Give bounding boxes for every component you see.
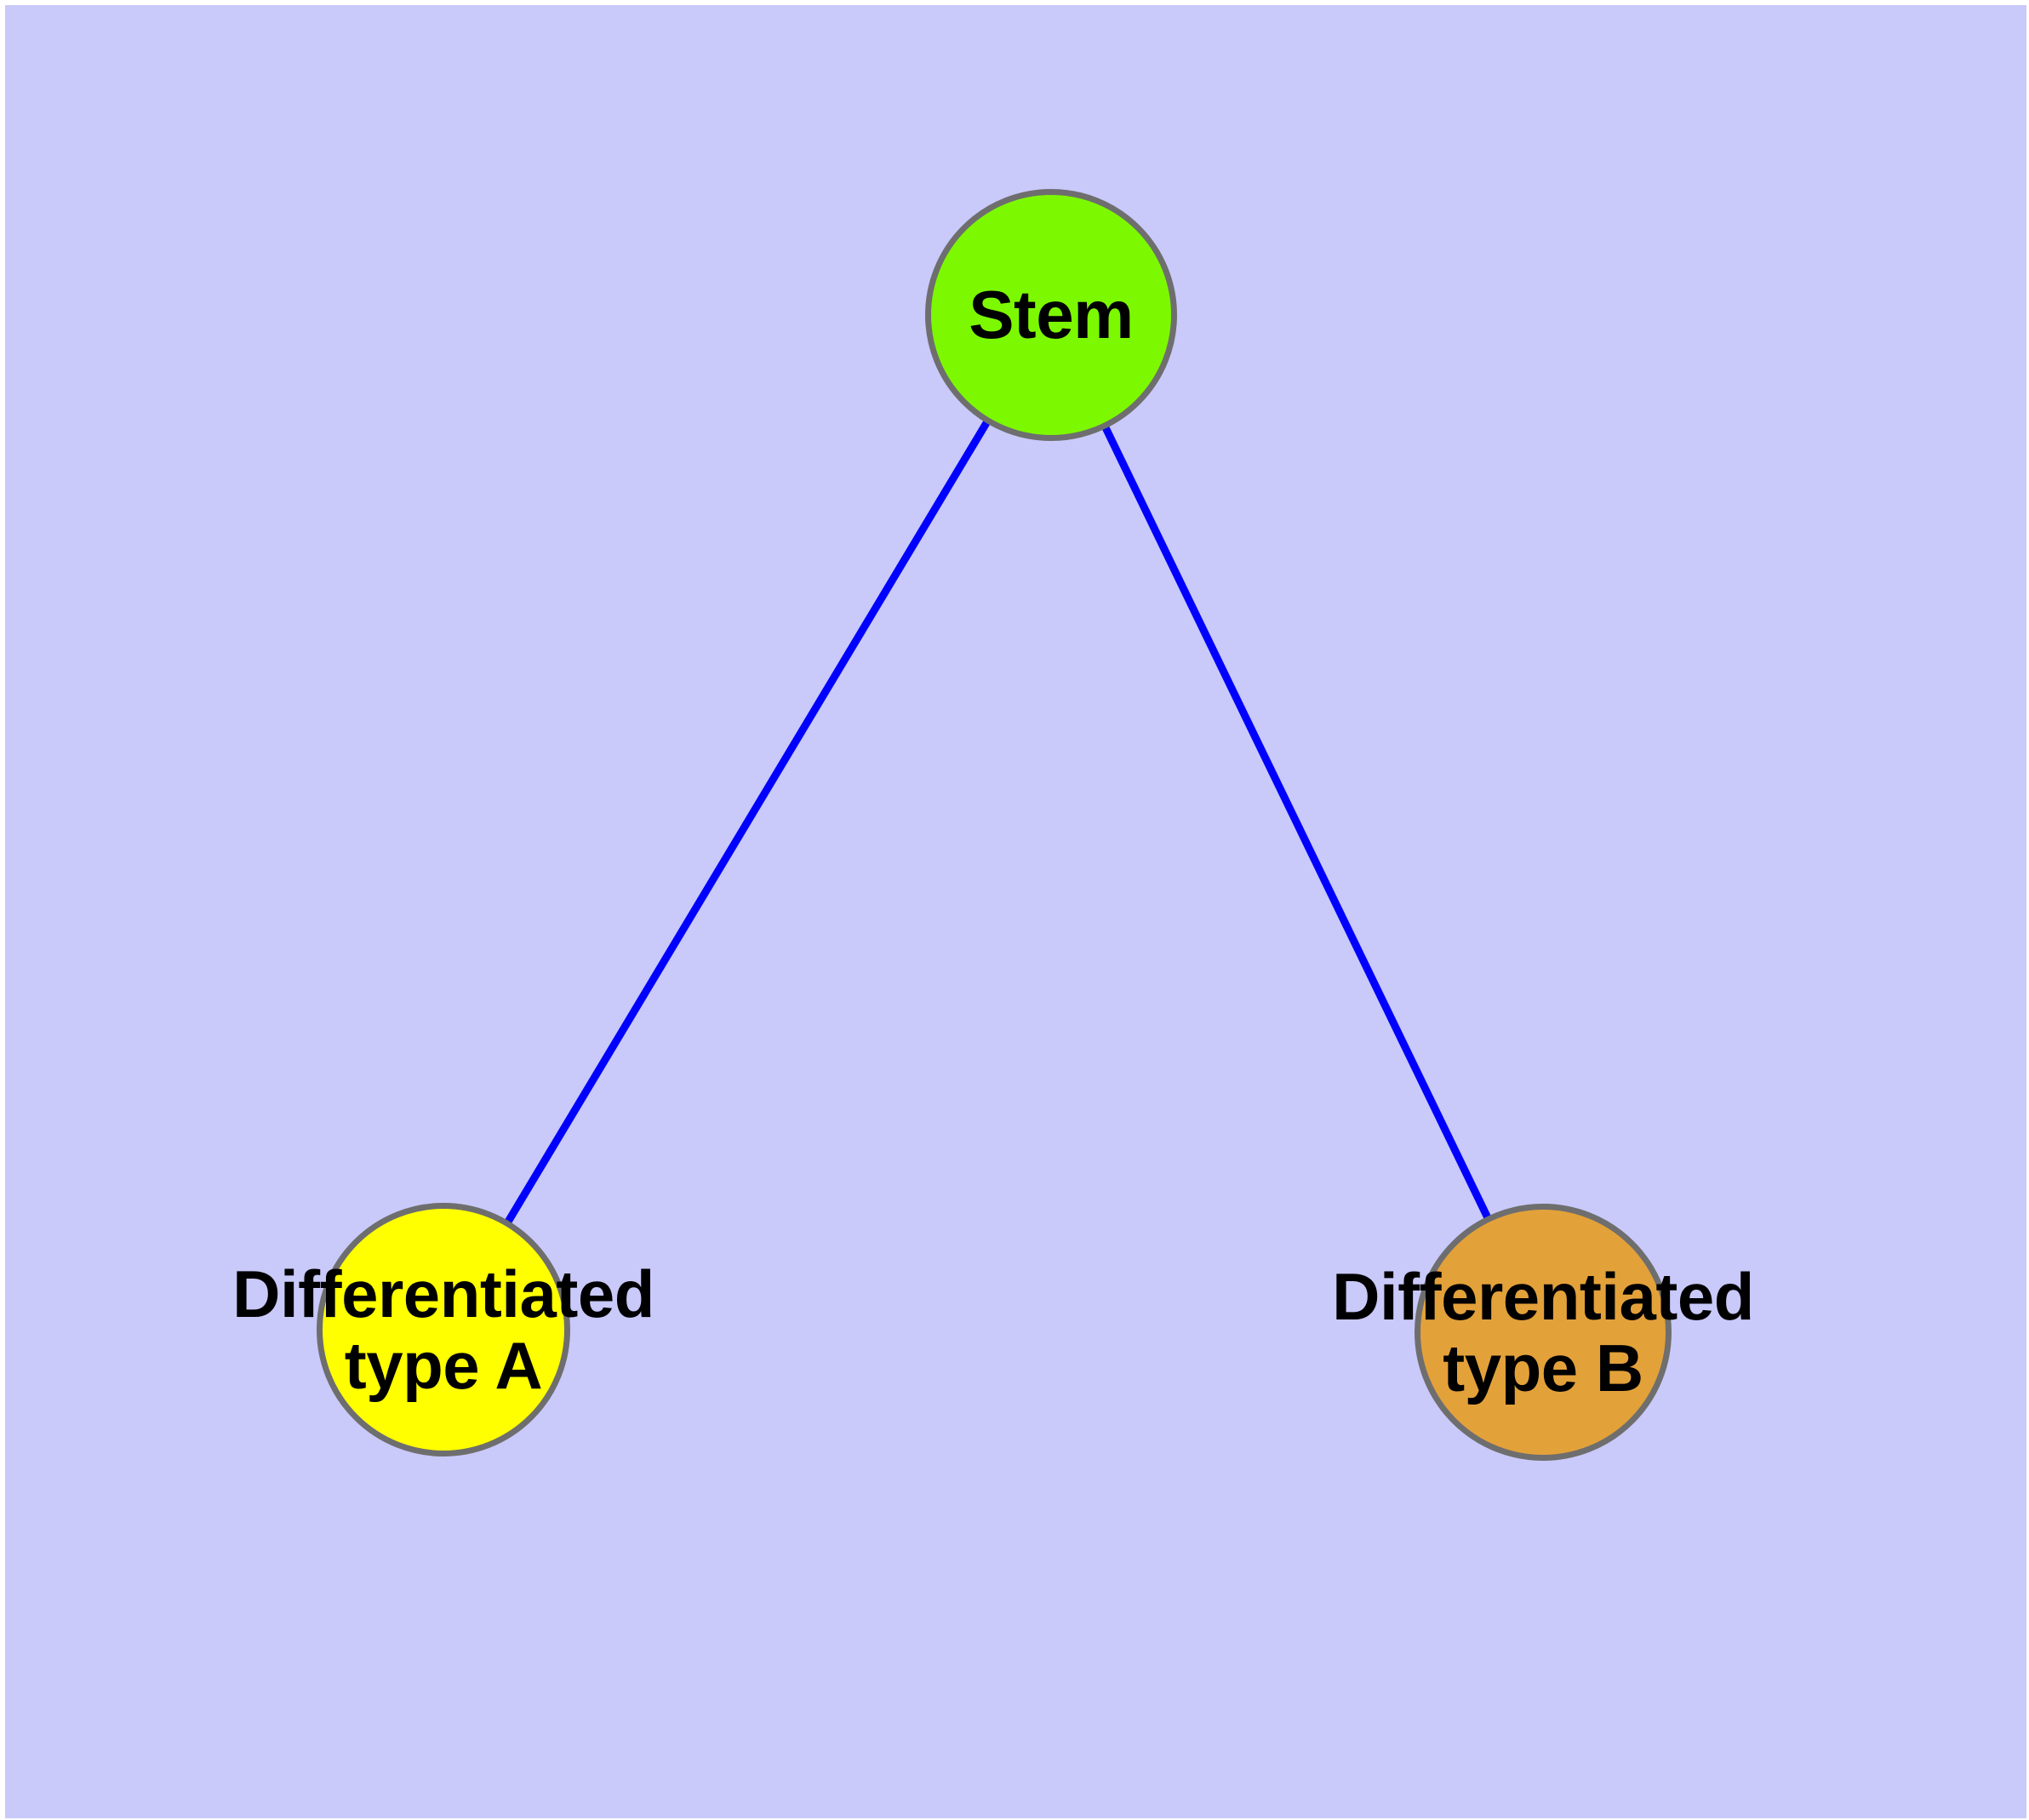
- graph-node-stem[interactable]: [925, 189, 1177, 441]
- graph-svg: [317, 189, 1672, 1461]
- graph-edge: [1101, 425, 1492, 1220]
- graph-node-diff_a[interactable]: [317, 1203, 570, 1457]
- graph-node-diff_b[interactable]: [1415, 1204, 1672, 1461]
- nodes-layer: [317, 189, 1672, 1461]
- edges-layer: [504, 419, 1492, 1225]
- graph-edge: [504, 419, 991, 1225]
